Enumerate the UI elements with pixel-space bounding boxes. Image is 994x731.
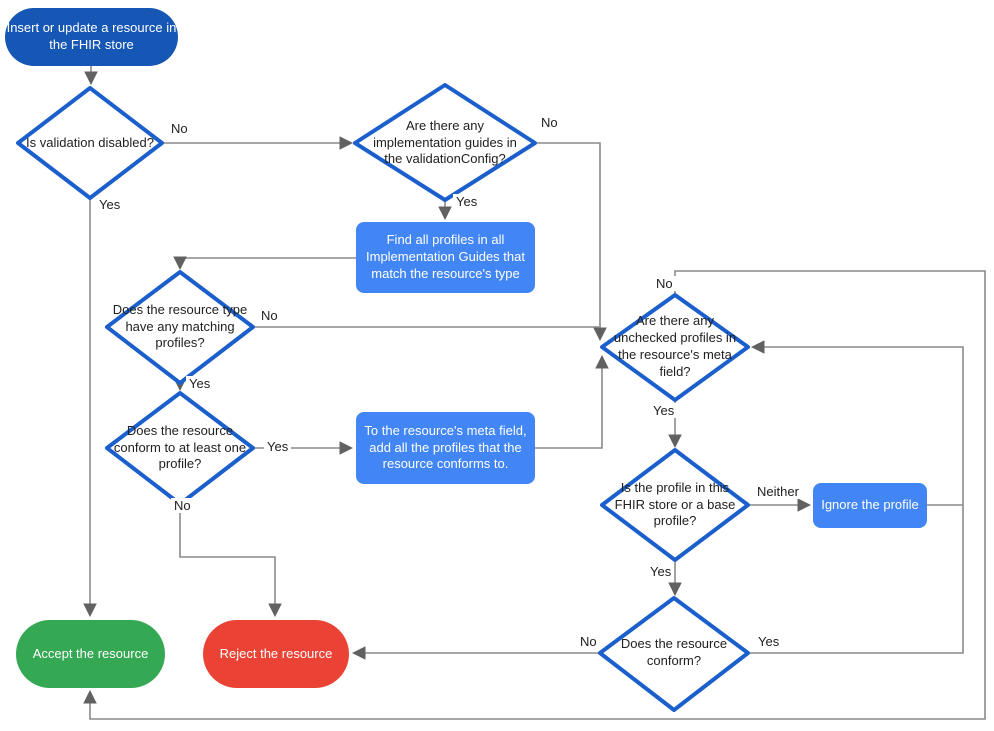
edge-findprofiles-to-matching <box>173 256 356 271</box>
edge-label-unchecked-no: No <box>653 276 676 291</box>
matching-profiles-diamond <box>105 270 255 385</box>
edge-label-guides-yes: Yes <box>453 194 481 209</box>
edge-label-validation-yes: Yes <box>96 197 124 212</box>
does-resource-conform-diamond <box>598 596 750 712</box>
unchecked-profiles-label: Are there any unchecked profiles in the … <box>613 313 737 379</box>
edge-conformone-no-to-reject <box>179 504 282 618</box>
edge-label-conform-yes: Yes <box>755 634 783 649</box>
matching-profiles-label: Does the resource type have any matching… <box>112 301 248 351</box>
edge-label-guides-no: No <box>538 115 561 130</box>
find-all-profiles-box <box>356 222 535 293</box>
add-profiles-meta-box <box>356 412 535 484</box>
edge-guides-no <box>535 142 607 342</box>
start-node-label: Insert or update a resource in the FHIR … <box>6 20 177 52</box>
edge-label-profile-yes: Yes <box>647 564 675 579</box>
edge-label-profile-neither: Neither <box>754 484 802 499</box>
edge-label-conform-one-yes: Yes <box>264 439 292 454</box>
accept-node-shape <box>16 620 165 688</box>
find-all-profiles-label: Find all profiles in all Implementation … <box>366 232 525 281</box>
implementation-guides-label: Are there any implementation guides in t… <box>373 117 517 167</box>
implementation-guides-diamond <box>353 83 537 202</box>
conform-one-profile-label: Does the resource conform to at least on… <box>113 422 247 472</box>
add-profiles-meta-label: To the resource's meta field, add all th… <box>364 422 527 472</box>
does-resource-conform-label: Does the resource conform? <box>620 636 728 668</box>
profile-in-store-label: Is the profile in this FHIR store or a b… <box>614 479 736 529</box>
start-node-shape <box>5 8 178 66</box>
validation-disabled-label: Is validation disabled? <box>26 134 154 150</box>
edge-label-matching-no: No <box>258 308 281 323</box>
ignore-profile-box <box>813 483 927 528</box>
edge-label-matching-yes: Yes <box>186 376 214 391</box>
edge-label-conform-no: No <box>577 634 600 649</box>
edge-label-conform-one-no: No <box>171 498 194 513</box>
unchecked-profiles-diamond <box>600 293 750 402</box>
edge-label-validation-no: No <box>168 121 191 136</box>
accept-node-label: Accept the resource <box>32 645 149 661</box>
edge-label-unchecked-yes: Yes <box>650 403 678 418</box>
reject-node-shape <box>203 620 349 688</box>
profile-in-store-diamond <box>600 448 750 562</box>
edge-addmeta-to-unchecked <box>535 354 609 449</box>
reject-node-label: Reject the resource <box>219 645 333 661</box>
edge-conform-yes-loop <box>748 340 964 654</box>
ignore-profile-label: Ignore the profile <box>821 497 919 513</box>
edge-unchecked-no-to-accept <box>83 270 986 720</box>
validation-disabled-diamond <box>16 86 164 200</box>
